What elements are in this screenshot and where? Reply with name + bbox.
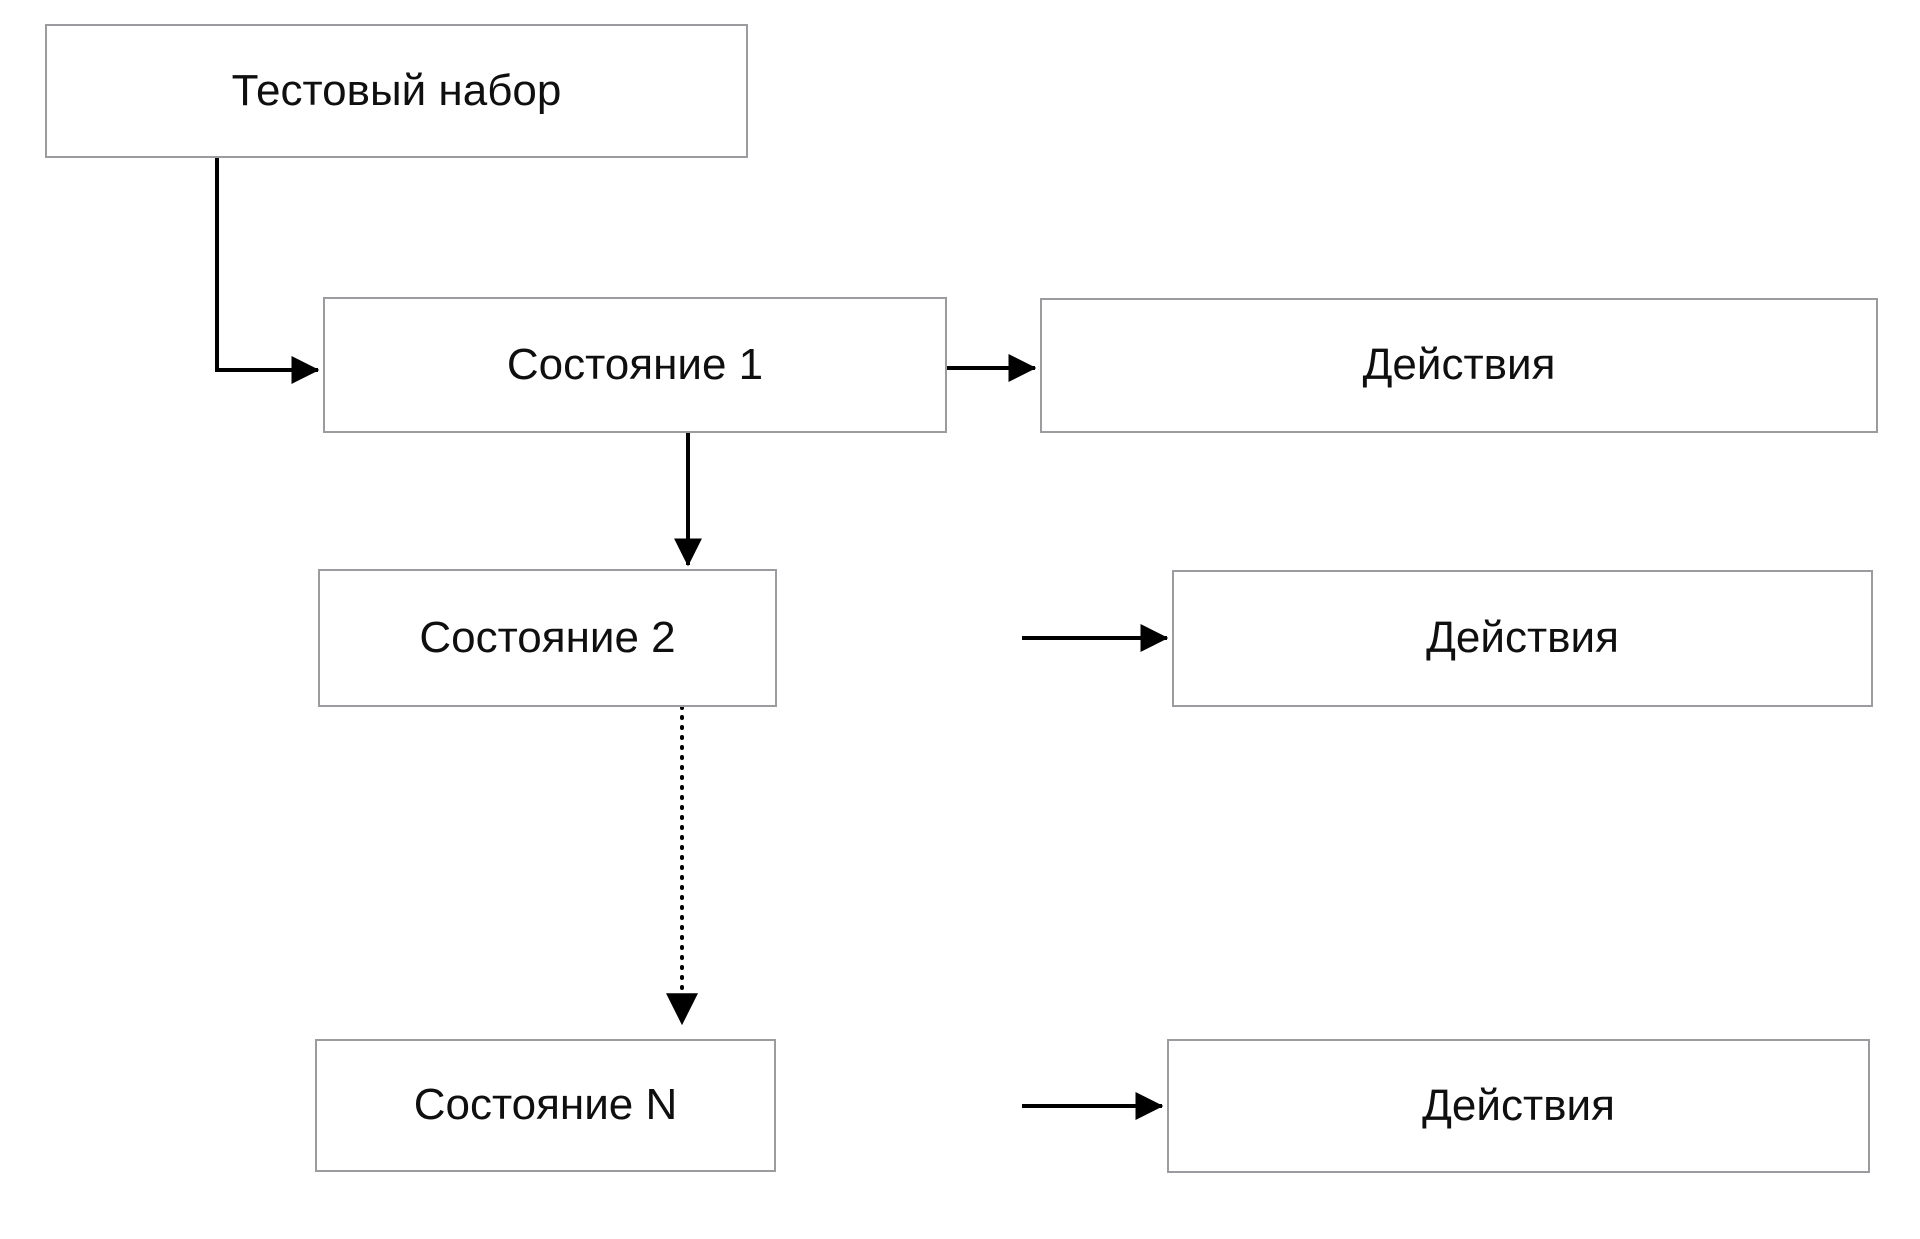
node-test-suite-label: Тестовый набор	[231, 65, 562, 115]
node-test-suite[interactable]: Тестовый набор	[45, 24, 748, 158]
node-state-2-label: Состояние 2	[419, 612, 676, 662]
node-state-1-label: Состояние 1	[506, 339, 764, 389]
edge-test-suite-to-state-1	[215, 158, 320, 384]
node-actions-2-label: Действия	[1426, 613, 1619, 663]
node-actions-n[interactable]: Действия	[1167, 1039, 1870, 1173]
node-state-1[interactable]: Состояние 1	[323, 297, 947, 433]
node-actions-2[interactable]: Действия	[1172, 570, 1873, 707]
node-actions-1[interactable]: Действия	[1040, 298, 1878, 433]
node-state-n-label: Состояние N	[413, 1080, 678, 1130]
node-state-n[interactable]: Состояние N	[315, 1039, 776, 1172]
node-state-2[interactable]: Состояние 2	[318, 569, 777, 707]
node-actions-n-label: Действия	[1422, 1080, 1615, 1130]
node-actions-1-label: Действия	[1362, 340, 1556, 390]
